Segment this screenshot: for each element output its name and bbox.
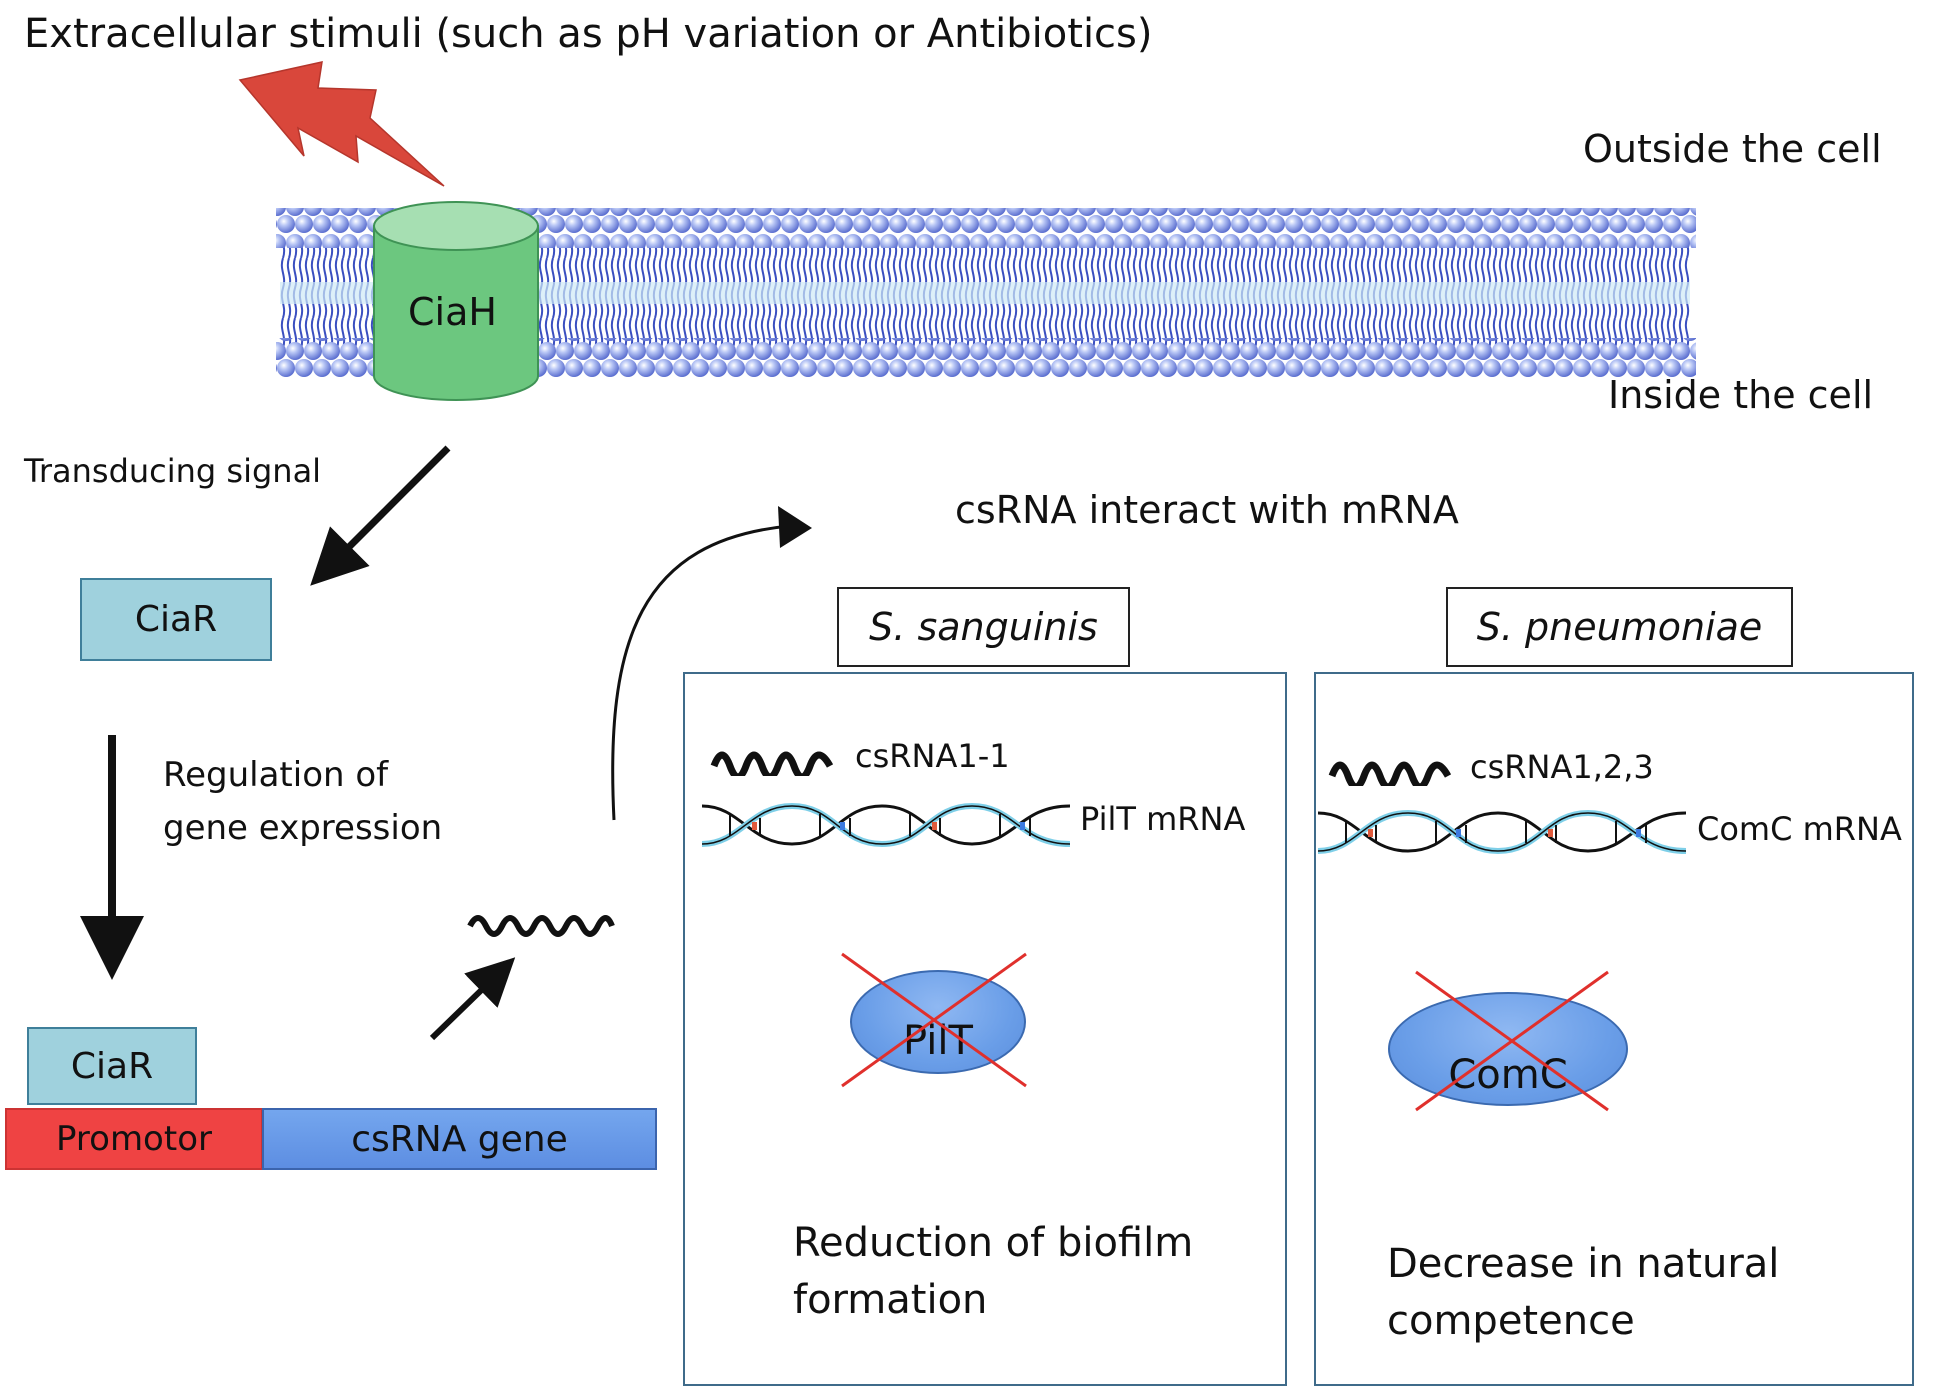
ciah-label: CiaH: [408, 290, 497, 334]
gene-to-csrna-arrow: [429, 957, 516, 1041]
outside-cell-label: Outside the cell: [1583, 127, 1882, 171]
promotor-box: Promotor: [5, 1108, 263, 1170]
ciar-box: CiaR: [80, 578, 272, 661]
interact-curved-arrow: [611, 524, 791, 821]
csrna-squiggle-icon: [710, 751, 834, 776]
inside-cell-label: Inside the cell: [1608, 373, 1874, 417]
lightning-bolt-icon: [238, 61, 445, 187]
result-pneumoniae: Decrease in natural competence: [1387, 1241, 1780, 1344]
result-sanguinis: Reduction of biofilm formation: [793, 1220, 1194, 1323]
csrna-label-pneumoniae: csRNA1,2,3: [1470, 748, 1654, 786]
stimuli-title: Extracellular stimuli (such as pH variat…: [24, 11, 1153, 57]
comc-protein-label: ComC: [1448, 1052, 1568, 1098]
interact-label: csRNA interact with mRNA: [955, 488, 1459, 532]
transducing-signal-label: Transducing signal: [24, 452, 322, 490]
transducing-arrow: [310, 445, 451, 586]
ciah-receptor: [373, 201, 539, 401]
mrna-helix-icon: [1317, 809, 1687, 855]
mrna-helix-icon: [701, 802, 1071, 848]
interact-arrowhead: [778, 506, 812, 548]
ciar-bound-box: CiaR: [27, 1027, 197, 1105]
csrna-label-sanguinis: csRNA1-1: [855, 737, 1010, 775]
species-label-pneumoniae: S. pneumoniae: [1446, 587, 1793, 667]
csrna-squiggle-icon: [467, 915, 615, 937]
mrna-label-sanguinis: PilT mRNA: [1080, 800, 1246, 838]
csrna-squiggle-icon: [1328, 761, 1452, 786]
species-label-sanguinis: S. sanguinis: [837, 587, 1130, 667]
csrna-gene-box: csRNA gene: [262, 1108, 657, 1170]
regulation-label: Regulation of gene expression: [163, 755, 443, 848]
mrna-label-pneumoniae: ComC mRNA: [1697, 810, 1902, 848]
inhibition-cross-icon: [1415, 970, 1609, 1112]
inhibition-cross-icon: [841, 952, 1027, 1088]
comc-protein: ComC: [1388, 992, 1628, 1106]
